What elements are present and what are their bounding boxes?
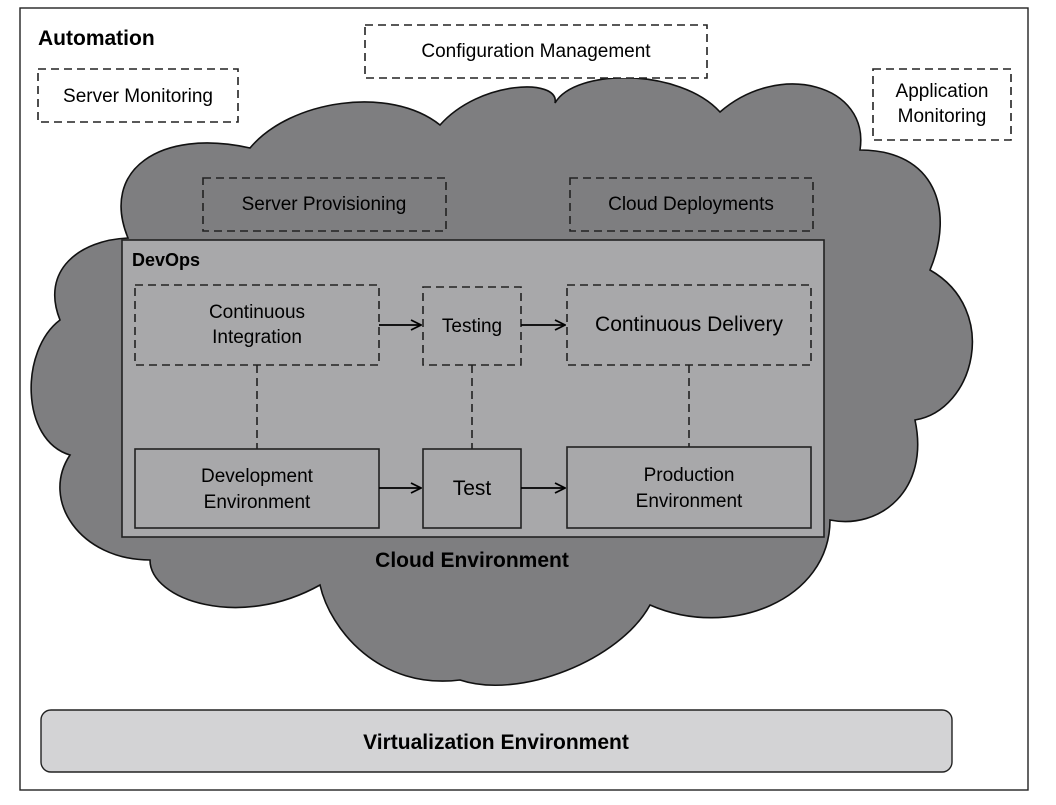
continuous-delivery-label: Continuous Delivery xyxy=(595,313,783,336)
application-monitoring-label-line2: Monitoring xyxy=(898,106,987,127)
test-box xyxy=(422,448,522,529)
production-environment-box xyxy=(566,446,812,529)
continuous-integration-label-line2: Integration xyxy=(212,327,302,348)
server-provisioning-label: Server Provisioning xyxy=(242,194,407,215)
server-monitoring-label: Server Monitoring xyxy=(63,86,213,107)
devops-title: DevOps xyxy=(132,250,200,270)
development-environment-box xyxy=(134,448,380,529)
virtualization-environment-label: Virtualization Environment xyxy=(363,731,629,754)
server-monitoring-box xyxy=(37,68,239,123)
configuration-management-box xyxy=(364,24,708,79)
continuous-integration-label-line1: Continuous xyxy=(209,302,305,323)
testing-label: Testing xyxy=(442,316,502,337)
application-monitoring-box xyxy=(872,68,1012,141)
application-monitoring-label-line1: Application xyxy=(896,81,989,102)
production-environment-label-line2: Environment xyxy=(636,491,743,512)
development-environment-label-line1: Development xyxy=(201,466,314,487)
virtualization-environment-bar xyxy=(40,709,953,773)
configuration-management-label: Configuration Management xyxy=(421,41,651,62)
server-provisioning-box xyxy=(202,177,447,232)
development-environment-label-line2: Environment xyxy=(204,492,311,513)
cloud-deployments-box xyxy=(569,177,814,232)
cloud-environment-title: Cloud Environment xyxy=(375,549,569,572)
cloud-deployments-label: Cloud Deployments xyxy=(608,194,774,215)
test-label: Test xyxy=(453,477,492,500)
automation-title: Automation xyxy=(38,27,155,50)
production-environment-label-line1: Production xyxy=(644,465,735,486)
